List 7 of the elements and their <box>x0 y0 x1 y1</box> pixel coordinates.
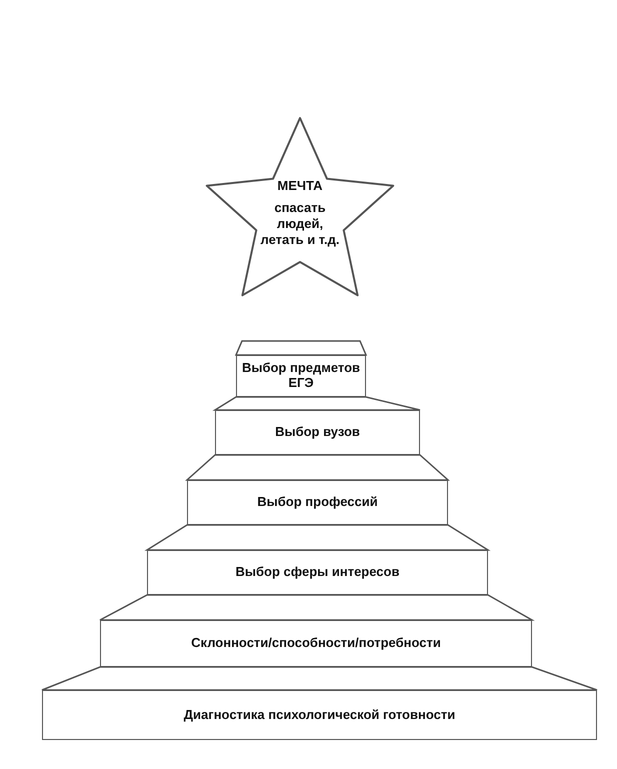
stair-step: Выбор профессий <box>187 480 448 525</box>
star-heading: МЕЧТА <box>277 178 323 194</box>
stair-step: Склонности/способности/потребности <box>100 620 532 667</box>
stair-step: Диагностика психологической готовности <box>42 690 597 740</box>
star-text: спасать людей, летать и т.д. <box>259 200 340 248</box>
stair-step: Выбор предметов ЕГЭ <box>236 355 366 397</box>
stair-step: Выбор сферы интересов <box>147 550 488 595</box>
